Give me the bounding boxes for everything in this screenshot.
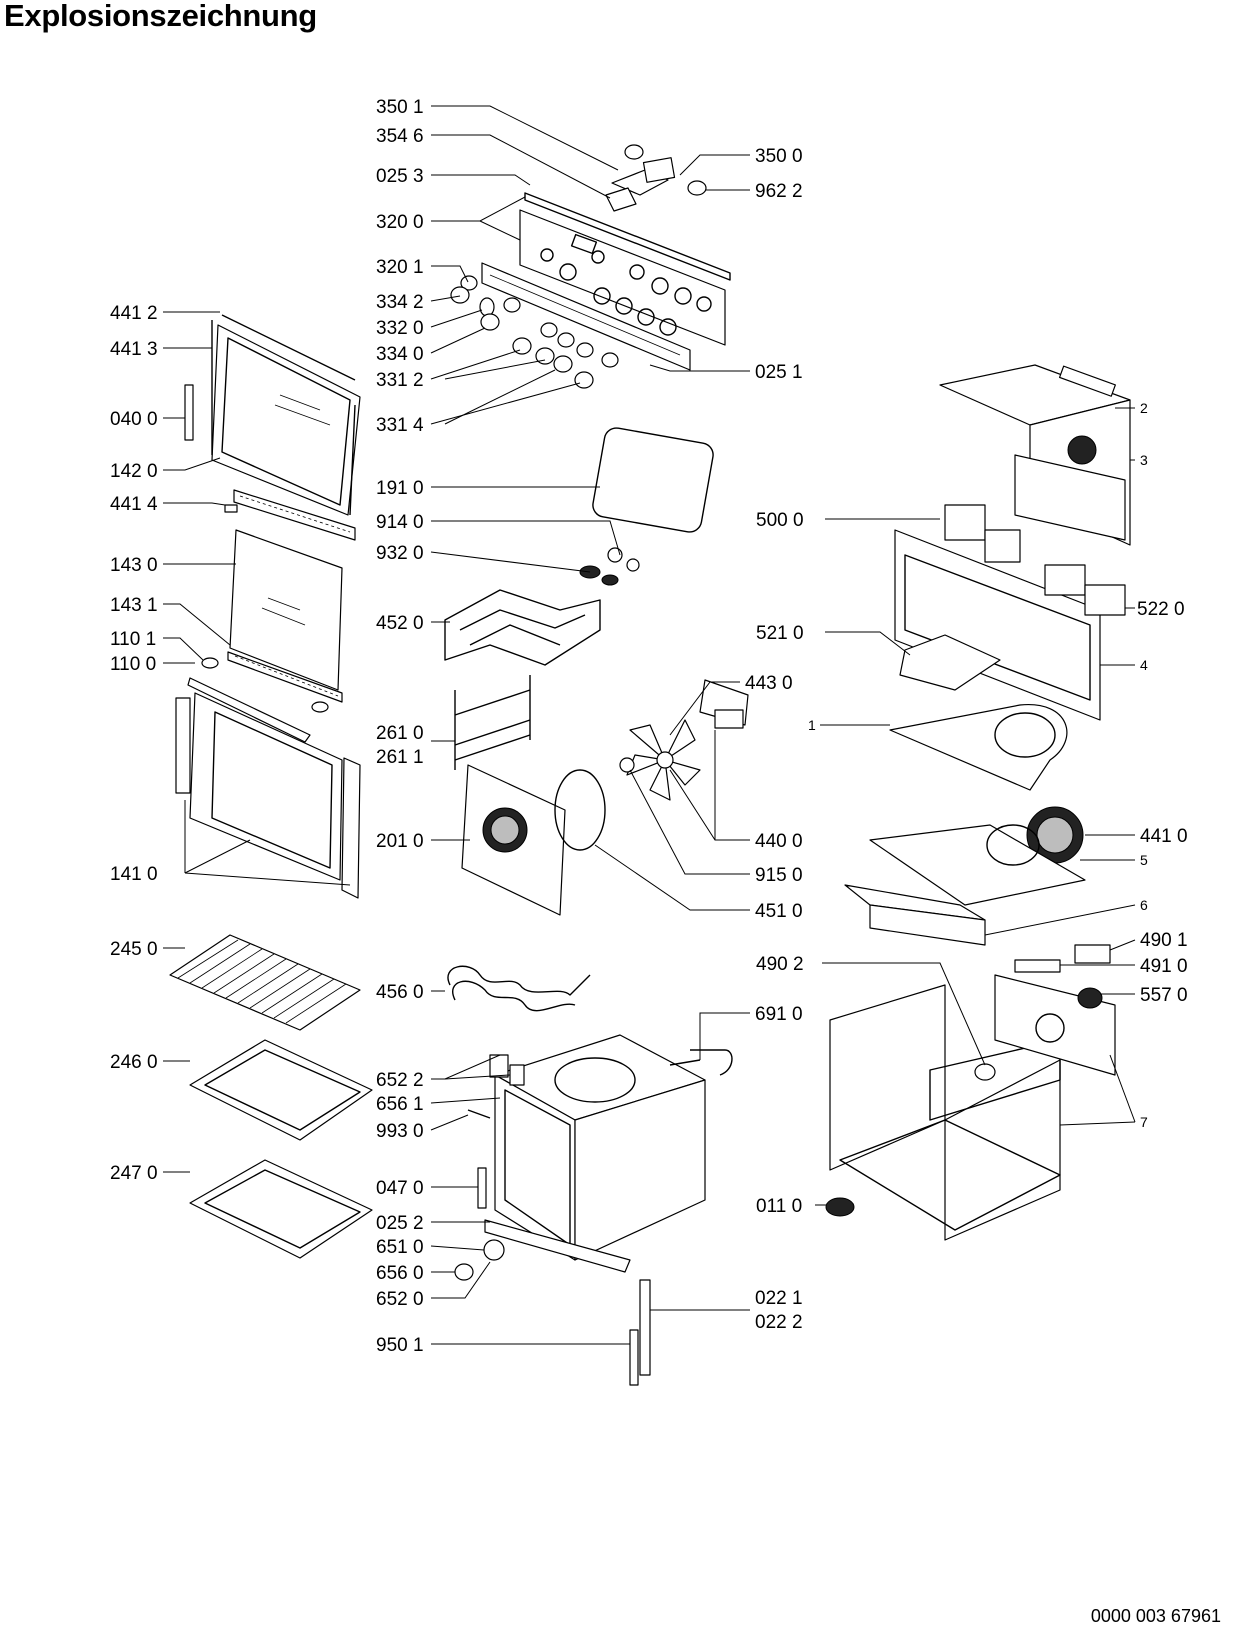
label-9320: 932 0 (376, 543, 424, 564)
label-9140: 914 0 (376, 512, 424, 533)
label-n5: 5 (1140, 852, 1148, 868)
label-3340: 334 0 (376, 344, 424, 365)
label-3320: 332 0 (376, 318, 424, 339)
label-0221: 022 1 (755, 1288, 803, 1309)
label-3500: 350 0 (755, 146, 803, 167)
label-4410: 441 0 (1140, 826, 1188, 847)
label-4414: 441 4 (110, 494, 158, 515)
label-3314: 331 4 (376, 415, 424, 436)
label-6522: 652 2 (376, 1070, 424, 1091)
label-2450: 245 0 (110, 939, 158, 960)
label-6910: 691 0 (755, 1004, 803, 1025)
label-n7: 7 (1140, 1114, 1148, 1130)
label-9622: 962 2 (755, 181, 803, 202)
label-6560: 656 0 (376, 1263, 424, 1284)
label-2010: 201 0 (376, 831, 424, 852)
label-6561: 656 1 (376, 1094, 424, 1115)
label-n4: 4 (1140, 657, 1148, 673)
label-4560: 456 0 (376, 982, 424, 1003)
label-1430: 143 0 (110, 555, 158, 576)
label-4400: 440 0 (755, 831, 803, 852)
label-0110: 011 0 (756, 1196, 802, 1217)
label-5220: 522 0 (1137, 599, 1185, 620)
label-2460: 246 0 (110, 1052, 158, 1073)
label-6520: 652 0 (376, 1289, 424, 1310)
centre-parts-group (444, 427, 749, 1012)
label-2470: 247 0 (110, 1163, 158, 1184)
label-3201: 320 1 (376, 257, 424, 278)
label-0400: 040 0 (110, 409, 158, 430)
label-0253: 025 3 (376, 166, 424, 187)
label-3312: 331 2 (376, 370, 424, 391)
label-1100: 110 0 (110, 654, 156, 675)
leader-lines (163, 105, 1136, 1345)
label-1420: 142 0 (110, 461, 158, 482)
label-6510: 651 0 (376, 1237, 424, 1258)
document-number: 0000 003 67961 (1090, 1606, 1221, 1626)
label-0470: 047 0 (376, 1178, 424, 1199)
label-4412: 441 2 (110, 303, 158, 324)
label-n3: 3 (1140, 452, 1148, 468)
label-4902: 490 2 (756, 954, 804, 975)
label-5210: 521 0 (756, 623, 804, 644)
label-0252: 025 2 (376, 1213, 424, 1234)
door-assembly-group (175, 314, 361, 899)
control-panel-group (450, 144, 731, 389)
label-9150: 915 0 (755, 865, 803, 886)
label-n2: 2 (1140, 400, 1148, 416)
label-5000: 500 0 (756, 510, 804, 531)
label-9501: 950 1 (376, 1335, 424, 1356)
label-1101: 110 1 (110, 629, 156, 650)
label-1910: 191 0 (376, 478, 424, 499)
label-3501: 350 1 (376, 97, 424, 118)
label-4901: 490 1 (1140, 930, 1188, 951)
label-9930: 993 0 (376, 1121, 424, 1142)
label-1431: 143 1 (110, 595, 158, 616)
label-4520: 452 0 (376, 613, 424, 634)
oven-cavity-group (454, 1034, 733, 1386)
racks-trays-group (169, 934, 373, 1259)
label-3200: 320 0 (376, 212, 424, 233)
label-4910: 491 0 (1140, 956, 1188, 977)
label-0222: 022 2 (755, 1312, 803, 1333)
label-5570: 557 0 (1140, 985, 1188, 1006)
page-title: Explosionszeichnung (4, 0, 317, 33)
right-module-group (825, 364, 1131, 1241)
label-2611: 261 1 (376, 747, 424, 768)
label-2610: 261 0 (376, 723, 424, 744)
label-3546: 354 6 (376, 126, 424, 147)
label-4413: 441 3 (110, 339, 158, 360)
label-3342: 334 2 (376, 292, 424, 313)
label-4510: 451 0 (755, 901, 803, 922)
part-labels: 350 1 354 6 025 3 320 0 320 1 334 2 332 … (110, 97, 1188, 1356)
label-1410: 141 0 (110, 864, 158, 885)
label-n1: 1 (808, 717, 816, 733)
label-4430: 443 0 (745, 673, 793, 694)
label-0251: 025 1 (755, 362, 803, 383)
label-n6: 6 (1140, 897, 1148, 913)
